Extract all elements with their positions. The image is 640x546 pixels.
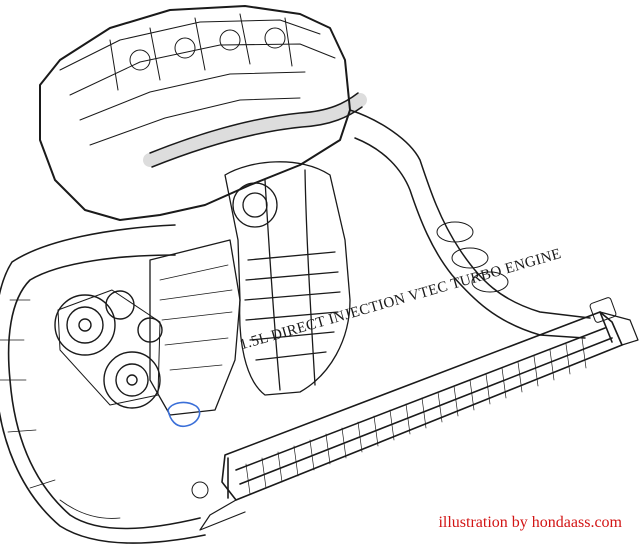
- turbo-heat-shield: [224, 161, 351, 396]
- pulley-assembly: [54, 289, 163, 409]
- charge-hose-right: [349, 109, 591, 339]
- oil-pan: [149, 239, 241, 416]
- cylinder-head: [59, 13, 336, 146]
- intercooler: [191, 297, 639, 531]
- intake-pipe: [143, 93, 367, 167]
- charge-pipe-left: [0, 224, 206, 544]
- engine-block: [39, 5, 351, 221]
- credit-text: illustration by hondaass.com: [438, 514, 622, 531]
- sensor-bracket: [167, 401, 201, 428]
